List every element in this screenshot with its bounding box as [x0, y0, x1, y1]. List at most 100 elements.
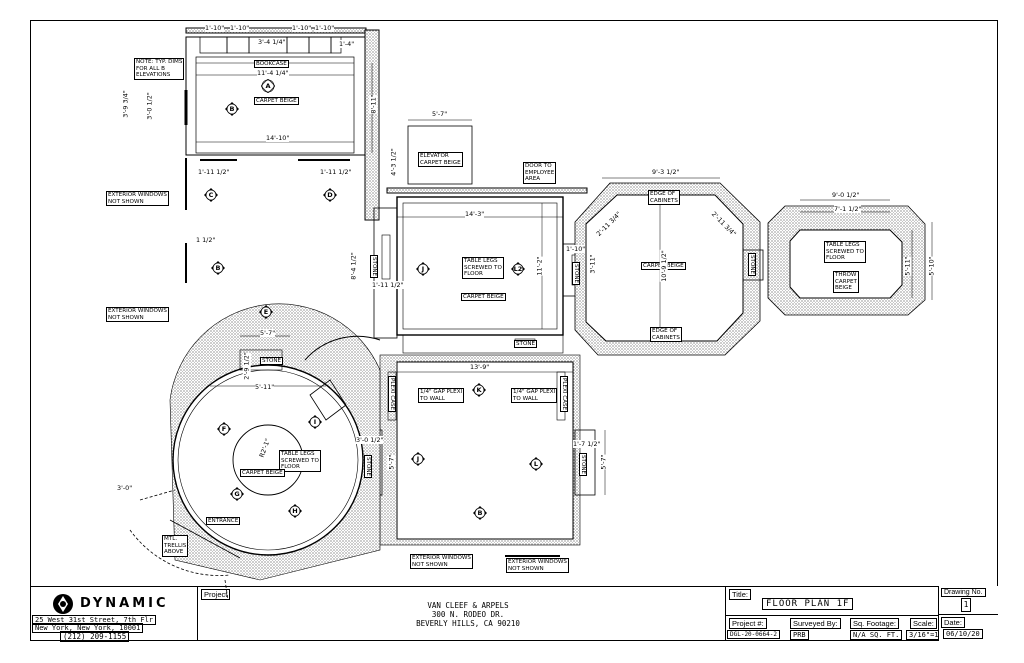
elevation-tag: E [259, 305, 273, 319]
dimension: 3'-4 1/4" [258, 38, 286, 46]
scale-label: Scale: [910, 618, 937, 629]
dimension: 3'-0" [117, 484, 133, 492]
elevation-tag: L2 [511, 262, 525, 276]
elevation-tag: G [230, 487, 244, 501]
elevation-tag: D [323, 188, 337, 202]
dimension: 3'-11" [588, 254, 597, 274]
dimension: 5'-11" [255, 383, 275, 391]
company-address-2: New York, New York, 10001 [32, 623, 144, 633]
dimension: 14'-10" [266, 134, 290, 142]
dimension: 9'-3 1/2" [652, 168, 680, 176]
stone-label: STONE [364, 455, 372, 479]
dimension: 5'-7" [260, 329, 276, 337]
plexi-case-label: PLEXI CASE [388, 376, 396, 413]
dimension: 1 1/2" [196, 236, 216, 244]
dimension: 5'-7" [599, 454, 608, 470]
project-cell: Project VAN CLEEF & ARPELS 300 N. RODEO … [198, 587, 726, 641]
dimension: 8'-4 1/2" [349, 252, 358, 280]
dimension: 5'-10" [927, 256, 936, 276]
dimension: 5'-11" [903, 256, 912, 276]
date-value: 06/10/20 [943, 629, 983, 639]
dimension: 3'-9 3/4" [121, 90, 130, 118]
elevation-tag: C [204, 188, 218, 202]
stone-label: STONE [260, 357, 284, 365]
dimension: 5'-7" [387, 454, 396, 470]
entrance-label: ENTRANCE [206, 517, 241, 525]
dimension: 1'-10" [315, 24, 335, 32]
company-phone: (212) 209-1155 [60, 631, 130, 642]
stone-label: STONE [748, 253, 756, 277]
company-name: DYNAMIC [80, 596, 169, 611]
title-cell: Title: FLOOR PLAN 1F Project #: DGL-20-0… [726, 587, 968, 641]
dimension: 3'-0 1/2" [145, 92, 154, 120]
dynamic-logo-icon [53, 594, 73, 614]
drawing-no-value: 1 [961, 598, 971, 612]
stone-label: STONE [370, 255, 378, 279]
dimension: 1'-4" [339, 40, 355, 48]
dimension: 1'-11 1/2" [198, 168, 230, 176]
stone-label: STONE [579, 453, 587, 477]
elevation-tag: J [411, 452, 425, 466]
dimension: 5'-7" [432, 110, 448, 118]
dimension: 10'-9 1/2" [659, 250, 668, 282]
dimension: 1'-11 1/2" [320, 168, 352, 176]
dimension: 4'-3 1/2" [389, 148, 398, 176]
title-divider [726, 615, 967, 616]
elevation-tag: B [225, 102, 239, 116]
drawing-no-block: Drawing No. 1 Date: 06/10/20 [938, 586, 998, 641]
bookcase-label: BOOKCASE [254, 60, 289, 68]
elevation-tag: A [261, 79, 275, 93]
dimension: 14'-3" [465, 210, 485, 218]
dimension: 8'-11" [369, 94, 378, 114]
carpet-label: CARPET BEIGE [461, 293, 506, 301]
elevation-tag: I [308, 415, 322, 429]
dimension: 1'-11 1/2" [372, 281, 404, 289]
dimension: 1'-7 1/2" [573, 440, 601, 448]
elevation-tag: H [288, 504, 302, 518]
carpet-label: CARPET BEIGE [254, 97, 299, 105]
stone-label: STONE [572, 262, 580, 286]
elevation-tag: F [217, 422, 231, 436]
drawing-sheet [30, 20, 998, 641]
sq-footage-label: Sq. Footage: [850, 618, 899, 629]
stone-label: STONE [514, 340, 538, 348]
dimension: 7'-1 1/2" [834, 205, 862, 213]
dimension: 13'-9" [470, 363, 490, 371]
dimension: 11'-4 1/4" [257, 69, 289, 77]
drawing-no-label: Drawing No. [941, 588, 986, 597]
elevation-tag: J [416, 262, 430, 276]
company-cell: DYNAMIC 25 West 31st Street, 7th Flr New… [30, 587, 198, 642]
dimension: 2'-9 1/2" [242, 352, 251, 380]
dimension: 1'-10" [205, 24, 225, 32]
project-name-block: VAN CLEEF & ARPELS 300 N. RODEO DR. BEVE… [416, 601, 520, 628]
dimension: 11'-2" [535, 256, 544, 276]
company-address-1: 25 West 31st Street, 7th Flr [32, 615, 157, 625]
elevation-tag: B [473, 506, 487, 520]
surveyed-by-value: PRB [790, 630, 809, 640]
elevation-tag: B [211, 261, 225, 275]
sq-footage-value: N/A SQ. FT. [850, 630, 903, 640]
dimension: 1'-10" [230, 24, 250, 32]
dimension: 1'-10" [292, 24, 312, 32]
project-label: Project [201, 589, 231, 600]
project-no-label: Project #: [729, 618, 767, 629]
title-label: Title: [729, 589, 751, 600]
surveyed-by-label: Surveyed By: [790, 618, 841, 629]
title-value: FLOOR PLAN 1F [762, 598, 854, 610]
elevation-tag: K [472, 383, 486, 397]
